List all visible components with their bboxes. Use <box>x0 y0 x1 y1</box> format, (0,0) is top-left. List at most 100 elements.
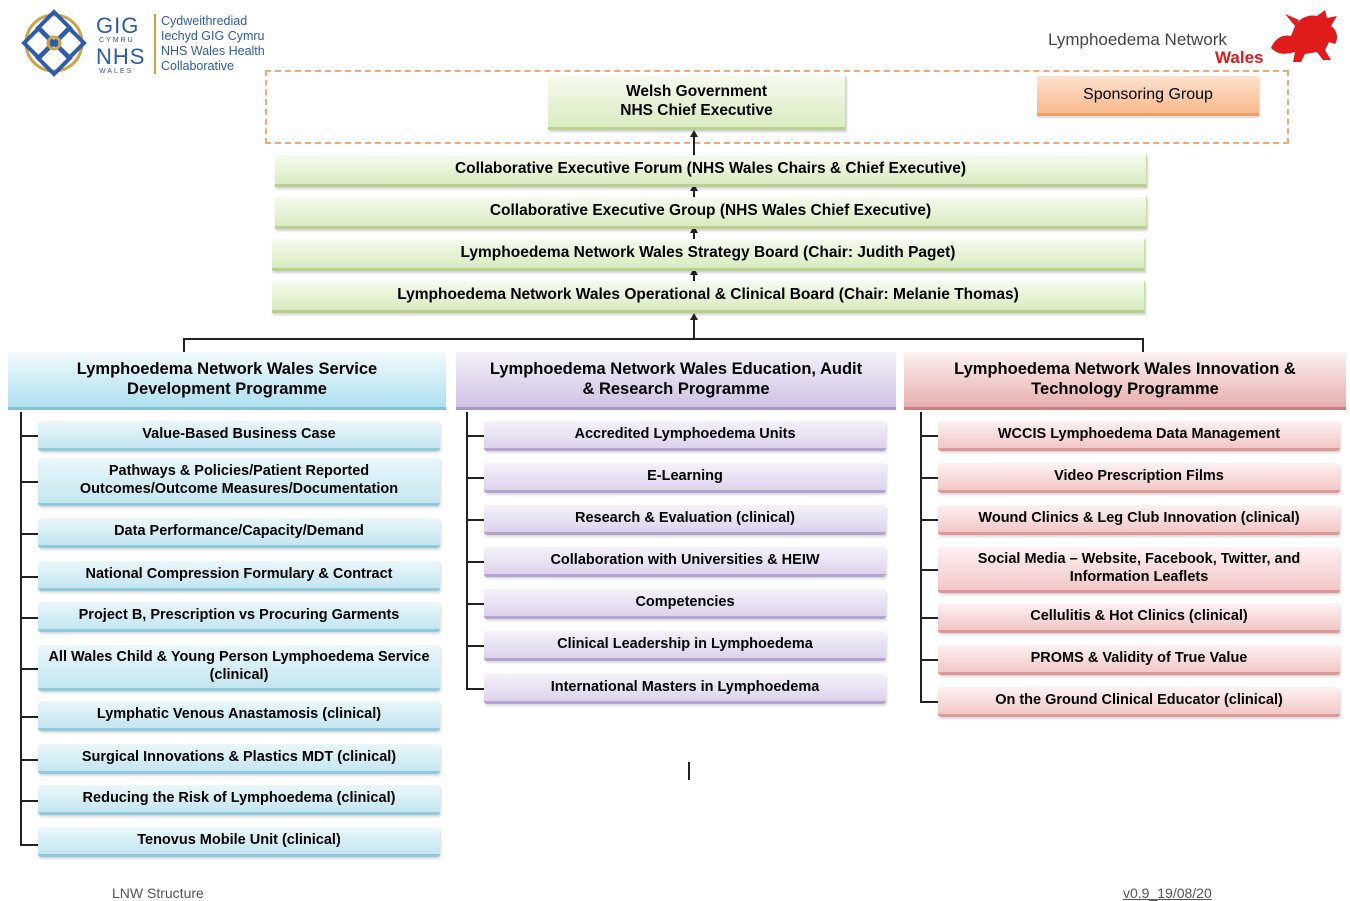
welsh-government-line1: Welsh Government <box>626 82 767 100</box>
tick <box>920 569 938 571</box>
tick <box>20 668 38 670</box>
column-spine-3 <box>920 412 922 703</box>
programme-item: Pathways & Policies/Patient Reported Out… <box>38 458 440 506</box>
tick <box>20 533 38 535</box>
nhs-wales-logo: GIG CYMRU NHS WALES Cydweithrediad Iechy… <box>18 8 288 78</box>
programme-item: PROMS & Validity of True Value <box>938 645 1340 675</box>
programme-item: Surgical Innovations & Plastics MDT (cli… <box>38 744 440 774</box>
lnw-logo-line1: Lymphoedema Network <box>1048 30 1227 49</box>
welsh-dragon-icon <box>1271 10 1338 62</box>
tick <box>20 617 38 619</box>
connector-line <box>693 231 695 241</box>
tick <box>20 576 38 578</box>
programme-item-label: Clinical Leadership in Lymphoedema <box>557 635 813 652</box>
tick <box>20 844 38 846</box>
collaborative-executive-group-box: Collaborative Executive Group (NHS Wales… <box>275 197 1147 229</box>
programme-item-label: On the Ground Clinical Educator (clinica… <box>995 691 1283 708</box>
programme-item-label: Project B, Prescription vs Procuring Gar… <box>78 606 400 623</box>
column-title-1: Lymphoedema Network Wales Service Develo… <box>76 359 378 398</box>
connector-line <box>693 318 695 339</box>
programme-item: On the Ground Clinical Educator (clinica… <box>938 687 1340 717</box>
tick <box>920 659 938 661</box>
programme-item-label: WCCIS Lymphoedema Data Management <box>997 425 1281 442</box>
branch-drop-left <box>183 338 185 354</box>
tick <box>920 477 938 479</box>
collab-line-4: Collaborative <box>161 59 234 73</box>
gig-text: GIG <box>96 13 140 38</box>
programme-item-label: Reducing the Risk of Lymphoedema (clinic… <box>82 789 396 806</box>
programme-item-label: International Masters in Lymphoedema <box>550 678 820 695</box>
programme-item-label: Competencies <box>635 593 735 610</box>
column-spine-1 <box>20 412 22 846</box>
chain-label-3: Lymphoedema Network Wales Strategy Board… <box>460 244 956 262</box>
programme-item-label: Social Media – Website, Facebook, Twitte… <box>977 551 1301 585</box>
column-title-3: Lymphoedema Network Wales Innovation & T… <box>954 359 1296 398</box>
programme-item-label: Value-Based Business Case <box>142 425 336 442</box>
connector-line <box>693 273 695 283</box>
sponsoring-group-label: Sponsoring Group <box>1083 85 1213 103</box>
chain-label-2: Collaborative Executive Group (NHS Wales… <box>489 202 932 220</box>
tick <box>920 435 938 437</box>
programme-item: WCCIS Lymphoedema Data Management <box>938 421 1340 451</box>
arrow-up-icon <box>690 268 698 275</box>
tick <box>920 617 938 619</box>
programme-item: Lymphatic Venous Anastamosis (clinical) <box>38 701 440 731</box>
logo-divider <box>154 14 156 74</box>
tick <box>920 701 938 703</box>
collab-line-2: Iechyd GIG Cymru <box>161 29 265 43</box>
programme-item-label: Accredited Lymphoedema Units <box>574 425 796 442</box>
text-cursor-mark <box>688 762 690 780</box>
welsh-government-box: Welsh Government NHS Chief Executive <box>548 76 846 130</box>
tick <box>466 435 484 437</box>
tick <box>920 519 938 521</box>
programme-item-label: Research & Evaluation (clinical) <box>575 509 795 526</box>
arrow-up-icon <box>690 130 698 137</box>
tick <box>20 481 38 483</box>
programme-item: Clinical Leadership in Lymphoedema <box>484 631 886 661</box>
programme-item: Project B, Prescription vs Procuring Gar… <box>38 602 440 632</box>
tick <box>20 435 38 437</box>
programme-item: Accredited Lymphoedema Units <box>484 421 886 451</box>
programme-item: Tenovus Mobile Unit (clinical) <box>38 827 440 857</box>
programme-item: Data Performance/Capacity/Demand <box>38 518 440 548</box>
programme-item-label: PROMS & Validity of True Value <box>1030 649 1248 666</box>
branch-line <box>183 338 1144 340</box>
programme-item: Cellulitis & Hot Clinics (clinical) <box>938 603 1340 633</box>
programme-item: E-Learning <box>484 463 886 493</box>
programme-item-label: All Wales Child & Young Person Lymphoede… <box>48 649 430 683</box>
lnw-logo-line2: Wales <box>1215 48 1264 67</box>
programme-item-label: Cellulitis & Hot Clinics (clinical) <box>1030 607 1248 624</box>
collaborative-executive-forum-box: Collaborative Executive Forum (NHS Wales… <box>275 155 1147 187</box>
collab-line-3: NHS Wales Health <box>161 44 265 58</box>
programme-item-label: Tenovus Mobile Unit (clinical) <box>137 831 341 848</box>
programme-item: Collaboration with Universities & HEIW <box>484 547 886 577</box>
column-spine-2 <box>466 412 468 690</box>
programme-item-label: Lymphatic Venous Anastamosis (clinical) <box>96 705 382 722</box>
footer-version-label: v0.9_19/08/20 <box>1123 885 1212 901</box>
connector-line <box>693 136 695 156</box>
programme-item-label: Data Performance/Capacity/Demand <box>114 522 364 539</box>
branch-drop-right <box>1142 338 1144 354</box>
programme-item: Research & Evaluation (clinical) <box>484 505 886 535</box>
welsh-government-line2: NHS Chief Executive <box>620 101 773 119</box>
footer-left-label: LNW Structure <box>112 885 204 901</box>
programme-item: All Wales Child & Young Person Lymphoede… <box>38 645 440 691</box>
lnw-logo: Lymphoedema Network Wales <box>1040 8 1345 68</box>
programme-item-label: National Compression Formulary & Contrac… <box>85 565 393 582</box>
programme-item-label: Surgical Innovations & Plastics MDT (cli… <box>81 748 397 765</box>
programme-item-label: Video Prescription Films <box>1054 467 1224 484</box>
programme-item: Social Media – Website, Facebook, Twitte… <box>938 547 1340 593</box>
nhs-text: NHS <box>96 44 146 69</box>
collab-line-1: Cydweithrediad <box>161 14 248 28</box>
tick <box>466 519 484 521</box>
tick <box>466 603 484 605</box>
innovation-technology-header: Lymphoedema Network Wales Innovation & T… <box>904 352 1346 410</box>
tick <box>20 759 38 761</box>
strategy-board-box: Lymphoedema Network Wales Strategy Board… <box>272 239 1145 271</box>
chain-label-1: Collaborative Executive Forum (NHS Wales… <box>454 160 967 178</box>
sponsoring-group-region <box>265 70 1289 144</box>
programme-item-label: Pathways & Policies/Patient Reported Out… <box>79 463 399 497</box>
programme-item: Wound Clinics & Leg Club Innovation (cli… <box>938 505 1340 535</box>
arrow-up-icon <box>690 184 698 191</box>
programme-item-label: Wound Clinics & Leg Club Innovation (cli… <box>978 509 1300 526</box>
